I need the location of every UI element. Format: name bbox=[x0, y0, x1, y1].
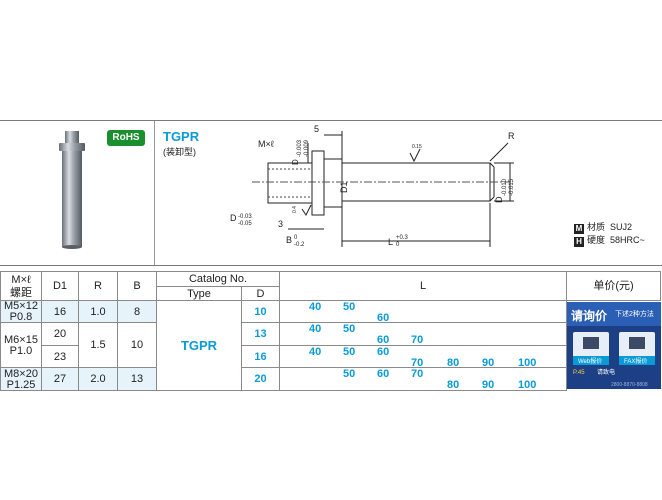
l-value: 40 bbox=[309, 346, 322, 358]
rohs-badge: RoHS bbox=[107, 130, 145, 146]
l-value: 70 bbox=[411, 357, 424, 369]
l-row-divider bbox=[279, 345, 567, 346]
banner-page-ref: P.45 bbox=[573, 370, 585, 376]
price-inquiry-banner[interactable]: 请询价 下述2种方法 Web报价 FAX报价 P.45 请致电 2800-887… bbox=[567, 302, 661, 389]
row3-b: 13 bbox=[117, 367, 157, 391]
l-value: 50 bbox=[343, 368, 356, 380]
dim-r: R bbox=[508, 131, 515, 141]
l-value: 70 bbox=[411, 334, 424, 346]
tol-d-top-sub: -0.009 bbox=[304, 139, 310, 157]
tol-b: B bbox=[286, 235, 292, 245]
d-value-16: 16 bbox=[241, 345, 280, 368]
product-photo-cell: RoHS bbox=[0, 121, 155, 265]
row3-d1: 27 bbox=[41, 367, 79, 391]
roughness-1: 0.15 bbox=[412, 144, 422, 150]
l-value: 40 bbox=[309, 301, 322, 313]
row1-m-pitch: M5×12 P0.8 bbox=[0, 300, 42, 323]
header-d: D bbox=[241, 286, 280, 301]
l-value: 90 bbox=[482, 357, 495, 369]
header-m-pitch: M×ℓ 螺距 bbox=[0, 271, 42, 301]
tol-d-left-sup: -0.03 bbox=[238, 214, 252, 220]
tol-b-sup: 0 bbox=[294, 235, 298, 241]
l-value: 50 bbox=[343, 346, 356, 358]
tol-d-right-sub: -0.015 bbox=[509, 178, 515, 196]
row2-d1-a: 20 bbox=[41, 322, 79, 346]
header-price: 单价(元) bbox=[566, 271, 661, 301]
tol-d-left-sub: -0.05 bbox=[238, 221, 252, 227]
tol-l: L bbox=[388, 237, 393, 247]
tol-l-sub: 0 bbox=[396, 242, 400, 248]
m-thread-label: M×ℓ bbox=[258, 139, 275, 149]
tol-d-left: D bbox=[230, 213, 237, 223]
header-type: Type bbox=[156, 286, 242, 301]
row2-m-pitch: M6×15 P1.0 bbox=[0, 322, 42, 368]
banner-tail: 请致电 bbox=[597, 368, 615, 376]
product-title: TGPR bbox=[163, 129, 200, 144]
l-value: 100 bbox=[518, 357, 537, 369]
row1-r: 1.0 bbox=[78, 300, 118, 323]
tol-d-right-sup: -0.010 bbox=[502, 178, 508, 196]
row2-r: 1.5 bbox=[78, 322, 118, 368]
header-d1: D1 bbox=[41, 271, 79, 301]
d-value-13: 13 bbox=[241, 322, 280, 346]
l-value: 60 bbox=[377, 346, 390, 358]
header-catalog: Catalog No. bbox=[156, 271, 280, 287]
row3-r: 2.0 bbox=[78, 367, 118, 391]
banner-title: 请询价 bbox=[571, 308, 608, 323]
tol-d-top-sup: -0.003 bbox=[297, 139, 303, 157]
row1-d1: 16 bbox=[41, 300, 79, 323]
header-r: R bbox=[78, 271, 118, 301]
tol-d-top: D bbox=[291, 159, 300, 165]
row2-d1-b: 23 bbox=[41, 345, 79, 368]
d-value-10: 10 bbox=[241, 300, 280, 323]
l-value: 80 bbox=[447, 357, 460, 369]
dim-5: 5 bbox=[314, 124, 319, 134]
material-tag-icon: M bbox=[574, 224, 584, 234]
product-header-panel: RoHS TGPR (装卸型) M×ℓ 5 R bbox=[0, 120, 662, 266]
web-icon bbox=[583, 337, 599, 349]
row2-b: 10 bbox=[117, 322, 157, 368]
l-value: 40 bbox=[309, 323, 322, 335]
tol-l-sup: +0.3 bbox=[396, 235, 409, 241]
banner-fax: FAX报价 bbox=[624, 357, 647, 365]
banner-graphic: 请询价 下述2种方法 Web报价 FAX报价 P.45 请致电 2800-887… bbox=[567, 302, 661, 389]
tol-b-sub: -0.2 bbox=[294, 242, 305, 248]
l-value: 100 bbox=[518, 379, 537, 391]
l-value: 60 bbox=[377, 312, 390, 324]
banner-phone: 2800-8870-8808 bbox=[611, 382, 648, 388]
dim-d1: D1 bbox=[339, 181, 349, 193]
product-photo bbox=[59, 131, 85, 249]
header-b: B bbox=[117, 271, 157, 301]
l-value: 50 bbox=[343, 301, 356, 313]
type-cell: TGPR bbox=[156, 300, 242, 391]
product-subtitle: (装卸型) bbox=[163, 147, 196, 157]
l-value: 50 bbox=[343, 323, 356, 335]
l-value: 60 bbox=[377, 368, 390, 380]
l-value: 60 bbox=[377, 334, 390, 346]
fax-icon bbox=[629, 337, 645, 349]
hardness-tag-icon: H bbox=[574, 237, 584, 247]
technical-drawing: M×ℓ 5 R D -0.003 -0.009 D1 0.15 0.4 D -0… bbox=[230, 124, 515, 248]
l-value: 80 bbox=[447, 379, 460, 391]
tol-d-right: D bbox=[494, 196, 504, 203]
roughness-2: 0.4 bbox=[292, 206, 298, 213]
header-l: L bbox=[279, 271, 567, 301]
d-value-20: 20 bbox=[241, 367, 280, 391]
l-value: 90 bbox=[482, 379, 495, 391]
l-row-divider bbox=[279, 322, 567, 323]
dim-3: 3 bbox=[278, 219, 283, 229]
row3-m-pitch: M8×20 P1.25 bbox=[0, 367, 42, 391]
banner-web: Web报价 bbox=[578, 357, 602, 365]
row1-b: 8 bbox=[117, 300, 157, 323]
l-value: 70 bbox=[411, 368, 424, 380]
l-row-divider bbox=[279, 367, 567, 368]
banner-tagline: 下述2种方法 bbox=[615, 309, 654, 318]
